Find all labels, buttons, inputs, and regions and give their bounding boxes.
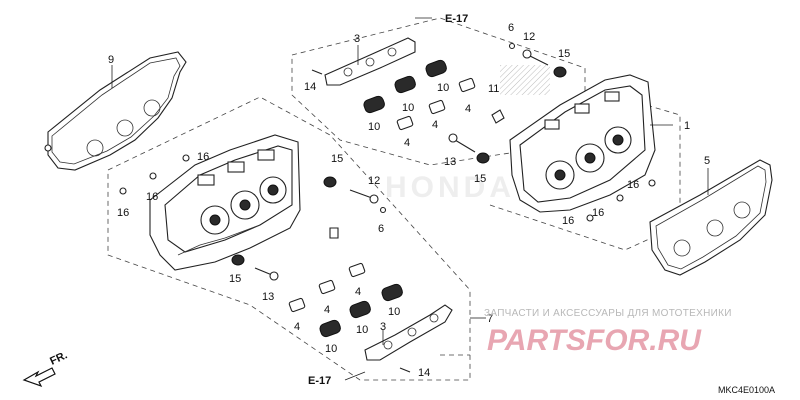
callout-13-upper: 13	[444, 156, 456, 168]
front-label: FR.	[48, 349, 69, 367]
callout-10-a: 10	[437, 82, 449, 94]
callout-15-d: 15	[229, 273, 241, 285]
svg-text:HONDA: HONDA	[385, 171, 515, 204]
callout-14-lower: 14	[418, 367, 430, 379]
callout-6-upper: 6	[508, 22, 514, 34]
callout-16-d: 16	[627, 179, 639, 191]
callout-10-d: 10	[388, 306, 400, 318]
callout-9: 9	[108, 54, 114, 66]
cylinder-head-cover-right	[500, 65, 656, 213]
leader-lines	[111, 17, 709, 381]
watermark-tagline: ЗАПЧАСТИ И АКСЕССУАРЫ ДЛЯ МОТОТЕХНИКИ	[484, 308, 732, 319]
callout-10-b: 10	[402, 102, 414, 114]
callout-16-b: 16	[146, 191, 158, 203]
callout-1: 1	[684, 120, 690, 132]
callout-e17-bottom: E-17	[308, 375, 331, 387]
watermark: ЗАПЧАСТИ И АКСЕССУАРЫ ДЛЯ МОТОТЕХНИКИ PA…	[484, 308, 732, 357]
background-logo: HONDA	[385, 171, 515, 204]
cylinder-head-cover-left	[149, 134, 301, 271]
callout-10-c: 10	[368, 121, 380, 133]
seal-rings	[319, 59, 447, 338]
callout-11: 11	[488, 83, 499, 95]
callout-4-a: 4	[465, 103, 471, 115]
callout-10-e: 10	[356, 324, 368, 336]
callout-12-upper: 12	[523, 31, 535, 43]
front-direction-arrow: FR.	[22, 349, 69, 388]
watermark-brand: PARTSFOR.RU	[487, 324, 702, 357]
gasket-left	[44, 51, 187, 171]
callout-16-e: 16	[592, 207, 604, 219]
callout-4-d: 4	[355, 286, 361, 298]
callout-12-lower: 12	[368, 175, 380, 187]
fasteners	[119, 42, 656, 373]
callout-14-upper: 14	[304, 81, 316, 93]
callout-15-c: 15	[331, 153, 343, 165]
callout-4-c: 4	[404, 137, 410, 149]
callout-3-lower: 3	[380, 321, 386, 333]
callout-labels: E-17 E-17 1 3 3 4 4 4 4 4 4 5 6 6 7 9 10…	[108, 13, 710, 387]
callout-e17-top: E-17	[445, 13, 468, 25]
callout-13-lower: 13	[262, 291, 274, 303]
callout-3-upper: 3	[354, 33, 360, 45]
callout-4-b: 4	[432, 119, 438, 131]
callout-5: 5	[704, 155, 710, 167]
gasket-right	[649, 159, 773, 276]
callout-4-e: 4	[324, 304, 330, 316]
callout-4-f: 4	[294, 321, 300, 333]
rubber-blocks	[288, 77, 476, 313]
callout-7: 7	[487, 313, 493, 325]
callout-10-f: 10	[325, 343, 337, 355]
callout-16-f: 16	[562, 215, 574, 227]
diagram-code: MKC4E0100A	[718, 385, 775, 395]
callout-6-lower: 6	[378, 223, 384, 235]
breather-plate-lower	[364, 304, 453, 361]
callout-16-a: 16	[197, 151, 209, 163]
breather-plate-upper	[324, 37, 416, 86]
callout-15-b: 15	[474, 173, 486, 185]
callout-16-c: 16	[117, 207, 129, 219]
group-box-lower	[107, 96, 471, 381]
callout-15-a: 15	[558, 48, 570, 60]
